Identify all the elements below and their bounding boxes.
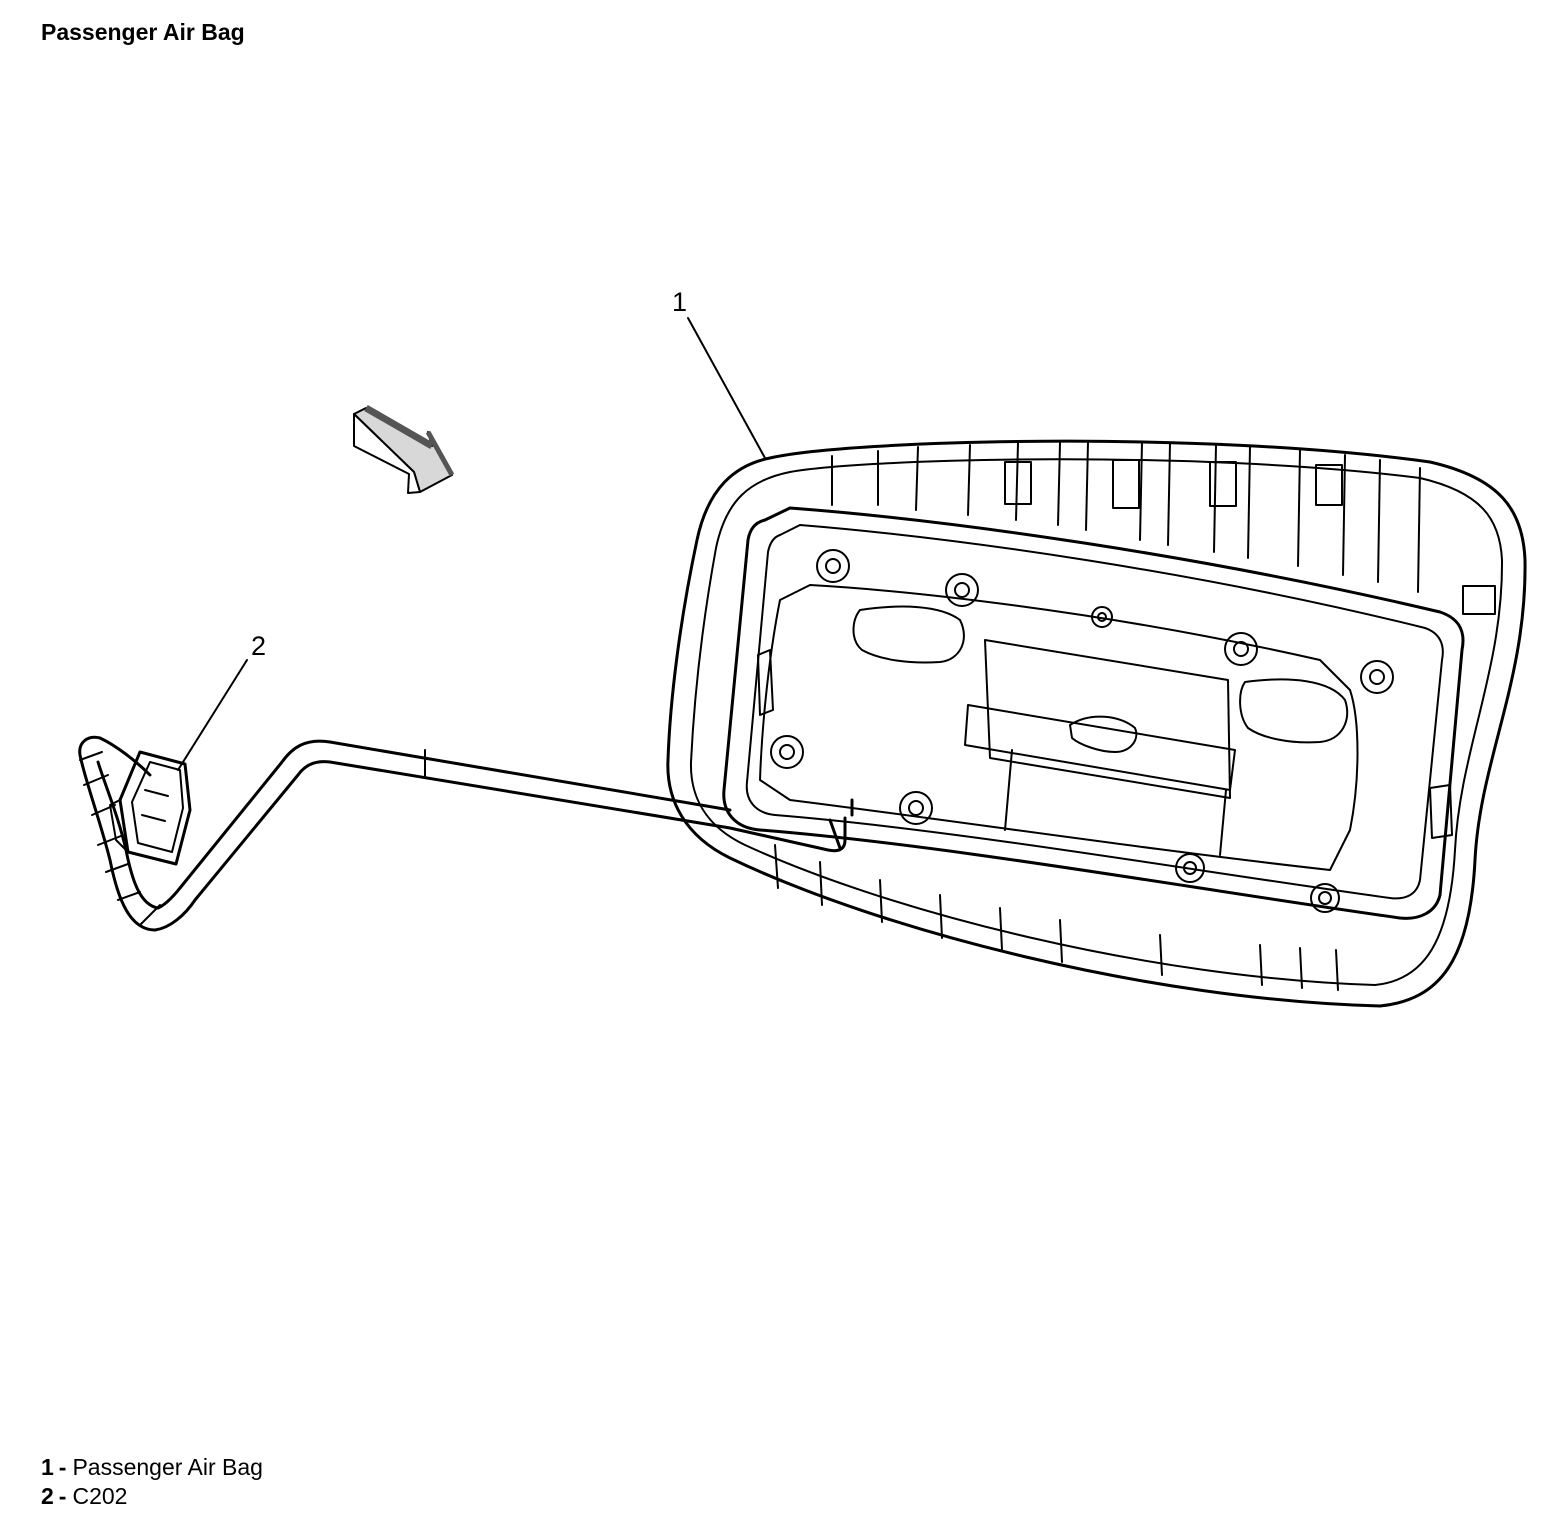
c202-connector [109,750,192,866]
legend-separator: - [58,1454,67,1480]
page-title: Passenger Air Bag [41,19,245,45]
legend-separator: - [58,1483,67,1509]
legend-label: Passenger Air Bag [72,1454,263,1480]
legend-label: C202 [72,1483,128,1509]
callout-2-number: 2 [251,631,266,661]
legend-number: 1 [41,1454,54,1480]
legend-item-1: 1-Passenger Air Bag [41,1453,263,1482]
passenger-air-bag-module [666,439,1527,1008]
legend-number: 2 [41,1483,54,1509]
air-bag-wiring-harness [78,735,854,932]
callout-leader-2 [177,659,248,771]
legend: 1-Passenger Air Bag 2-C202 [41,1453,263,1511]
callout-1-number: 1 [672,287,687,317]
forward-arrow-icon [353,404,455,494]
callout-leader-1 [687,317,766,459]
legend-item-2: 2-C202 [41,1482,263,1511]
